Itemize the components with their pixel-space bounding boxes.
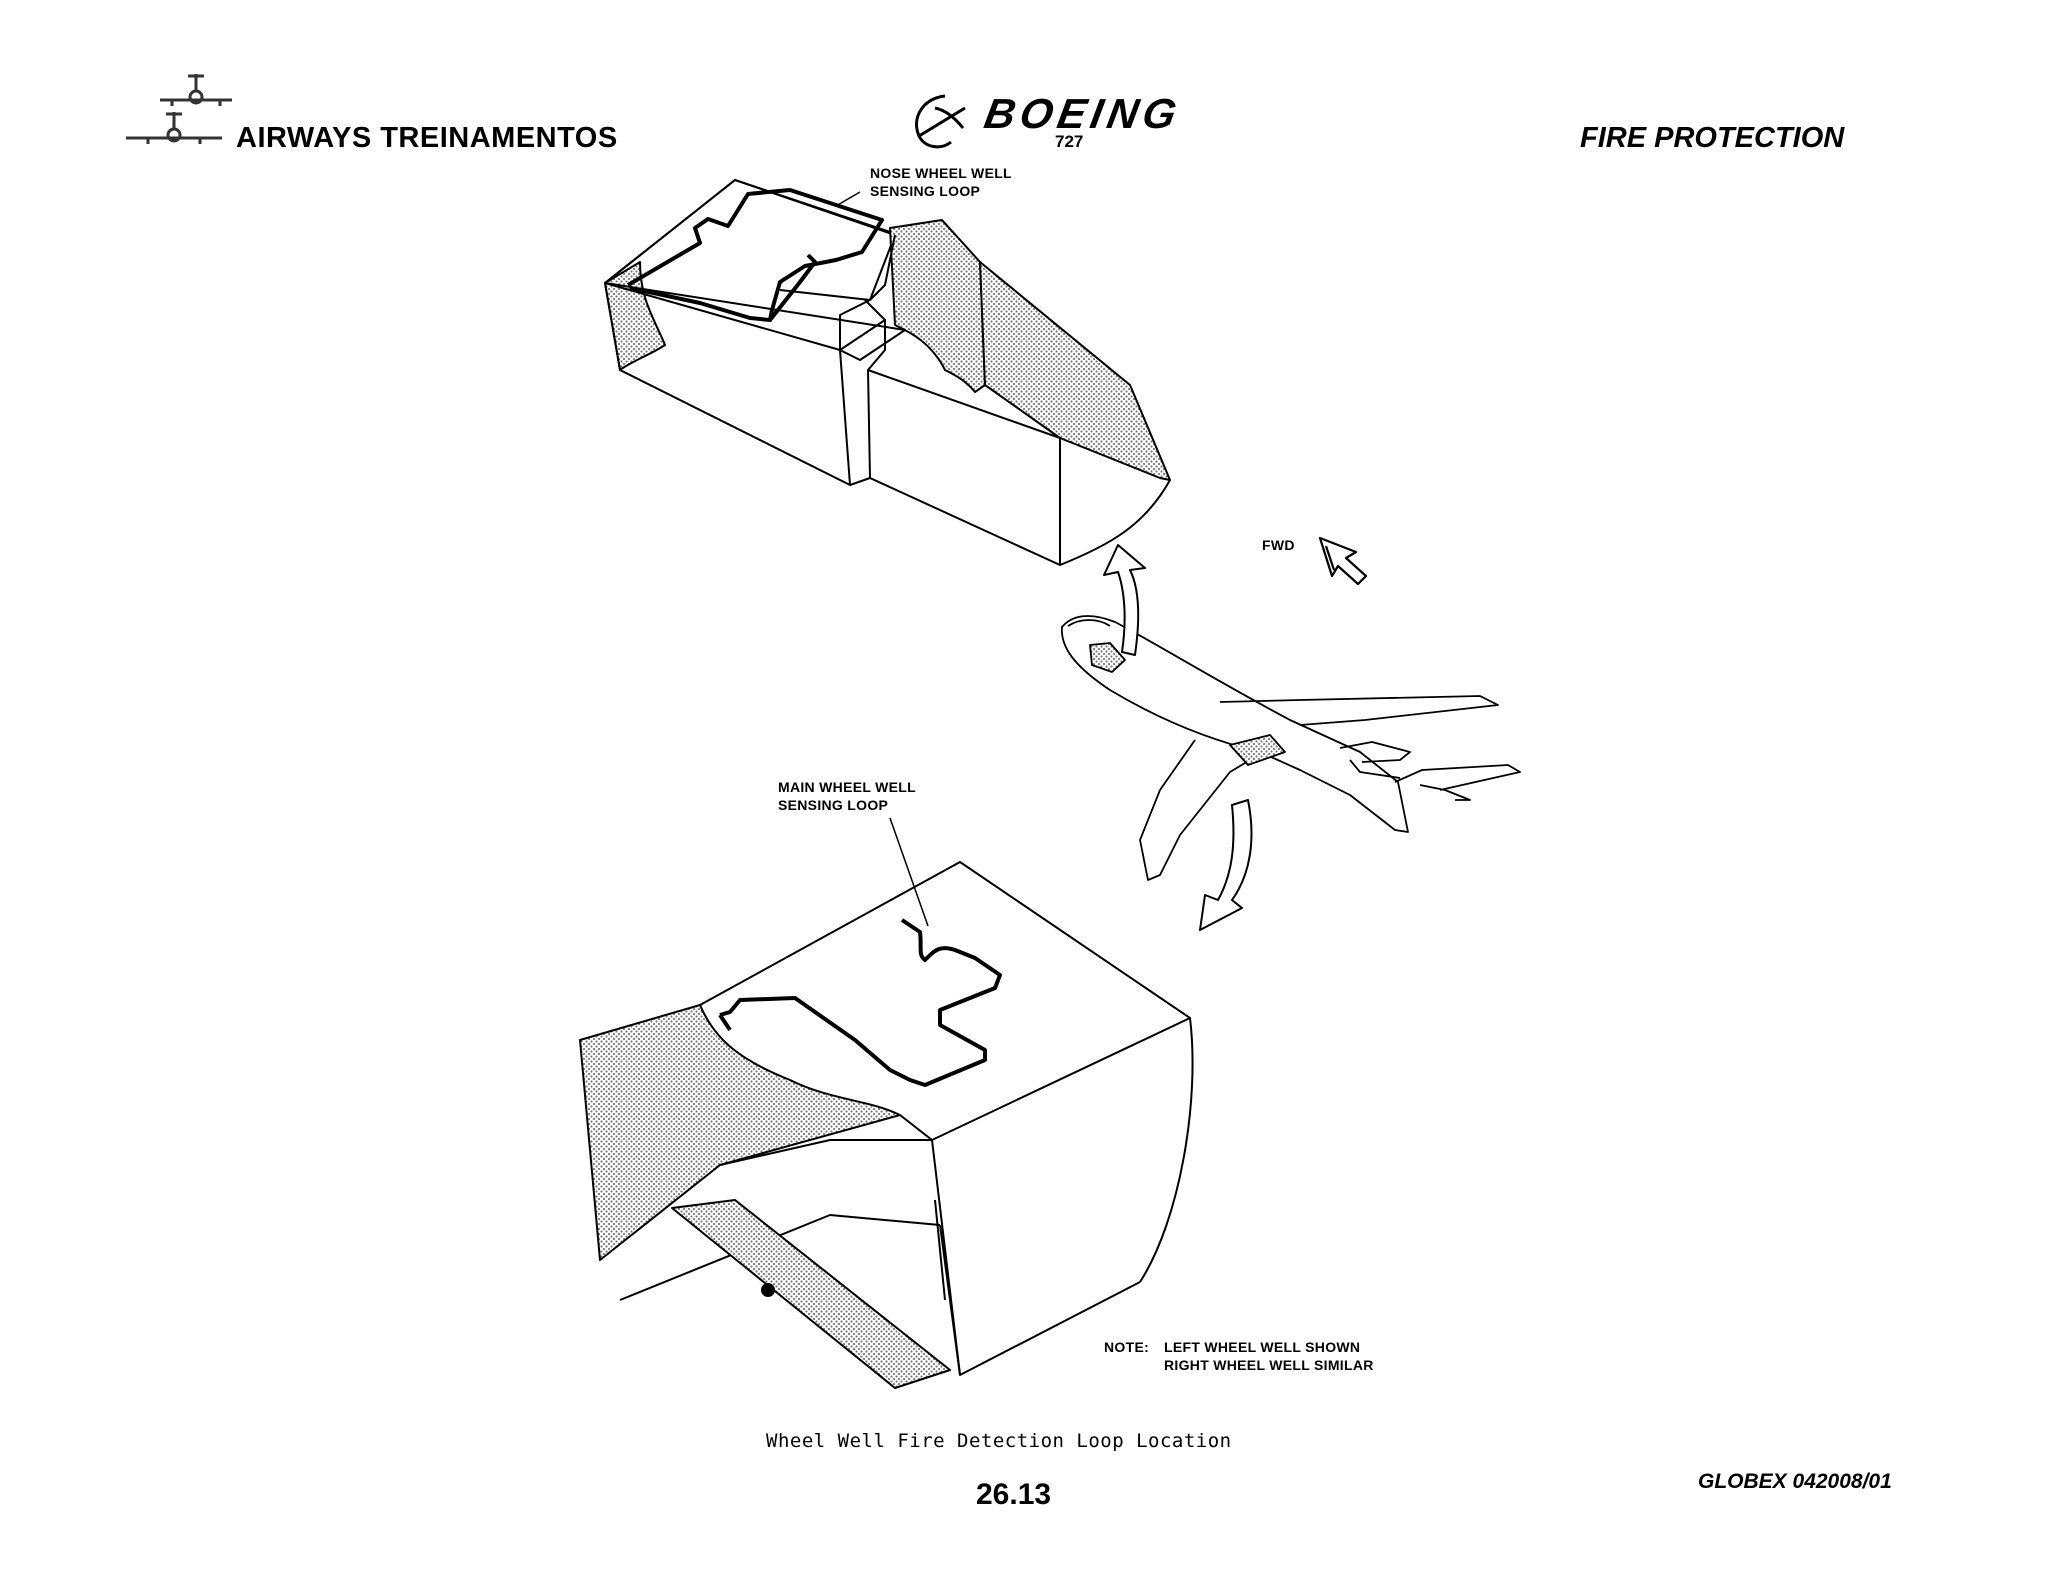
fwd-label: FWD: [1262, 537, 1295, 553]
page-number: 26.13: [976, 1478, 1052, 1511]
nose-loop-label: NOSE WHEEL WELL SENSING LOOP: [870, 165, 1012, 199]
main-loop-leader: [889, 817, 929, 927]
main-loop-label: MAIN WHEEL WELL SENSING LOOP: [778, 779, 917, 813]
boeing-swoosh-icon: [915, 94, 966, 149]
section-title: FIRE PROTECTION: [1580, 122, 1845, 154]
note-prefix: NOTE:: [1104, 1339, 1150, 1355]
document-code: GLOBEX 042008/01: [1698, 1470, 1892, 1493]
arrow-to-main-well: [1199, 799, 1253, 931]
note-line-1: LEFT WHEEL WELL SHOWN: [1164, 1339, 1361, 1355]
note-line-2: RIGHT WHEEL WELL SIMILAR: [1164, 1357, 1374, 1373]
aircraft-model: 727: [1055, 132, 1084, 151]
main-sensing-loop: [718, 918, 1002, 1087]
nose-wheel-well-box: [604, 179, 1171, 566]
nose-sensing-loop: [626, 188, 884, 322]
airplane-icon: [1061, 615, 1521, 881]
brand-name: AIRWAYS TREINAMENTOS: [236, 122, 618, 154]
figure-caption: Wheel Well Fire Detection Loop Location: [766, 1430, 1232, 1452]
boeing-logo: BOEING 727: [905, 88, 1205, 158]
brand-logo: [126, 70, 686, 160]
nose-loop-leader: [835, 191, 861, 207]
forward-arrow-icon: [1318, 536, 1368, 586]
main-wheel-well-box: [579, 861, 1194, 1389]
arrow-to-nose-well: [1103, 544, 1146, 656]
airplane-silhouettes-icon: [126, 74, 232, 144]
note-block: NOTE: LEFT WHEEL WELL SHOWN RIGHT WHEEL …: [1104, 1338, 1374, 1374]
